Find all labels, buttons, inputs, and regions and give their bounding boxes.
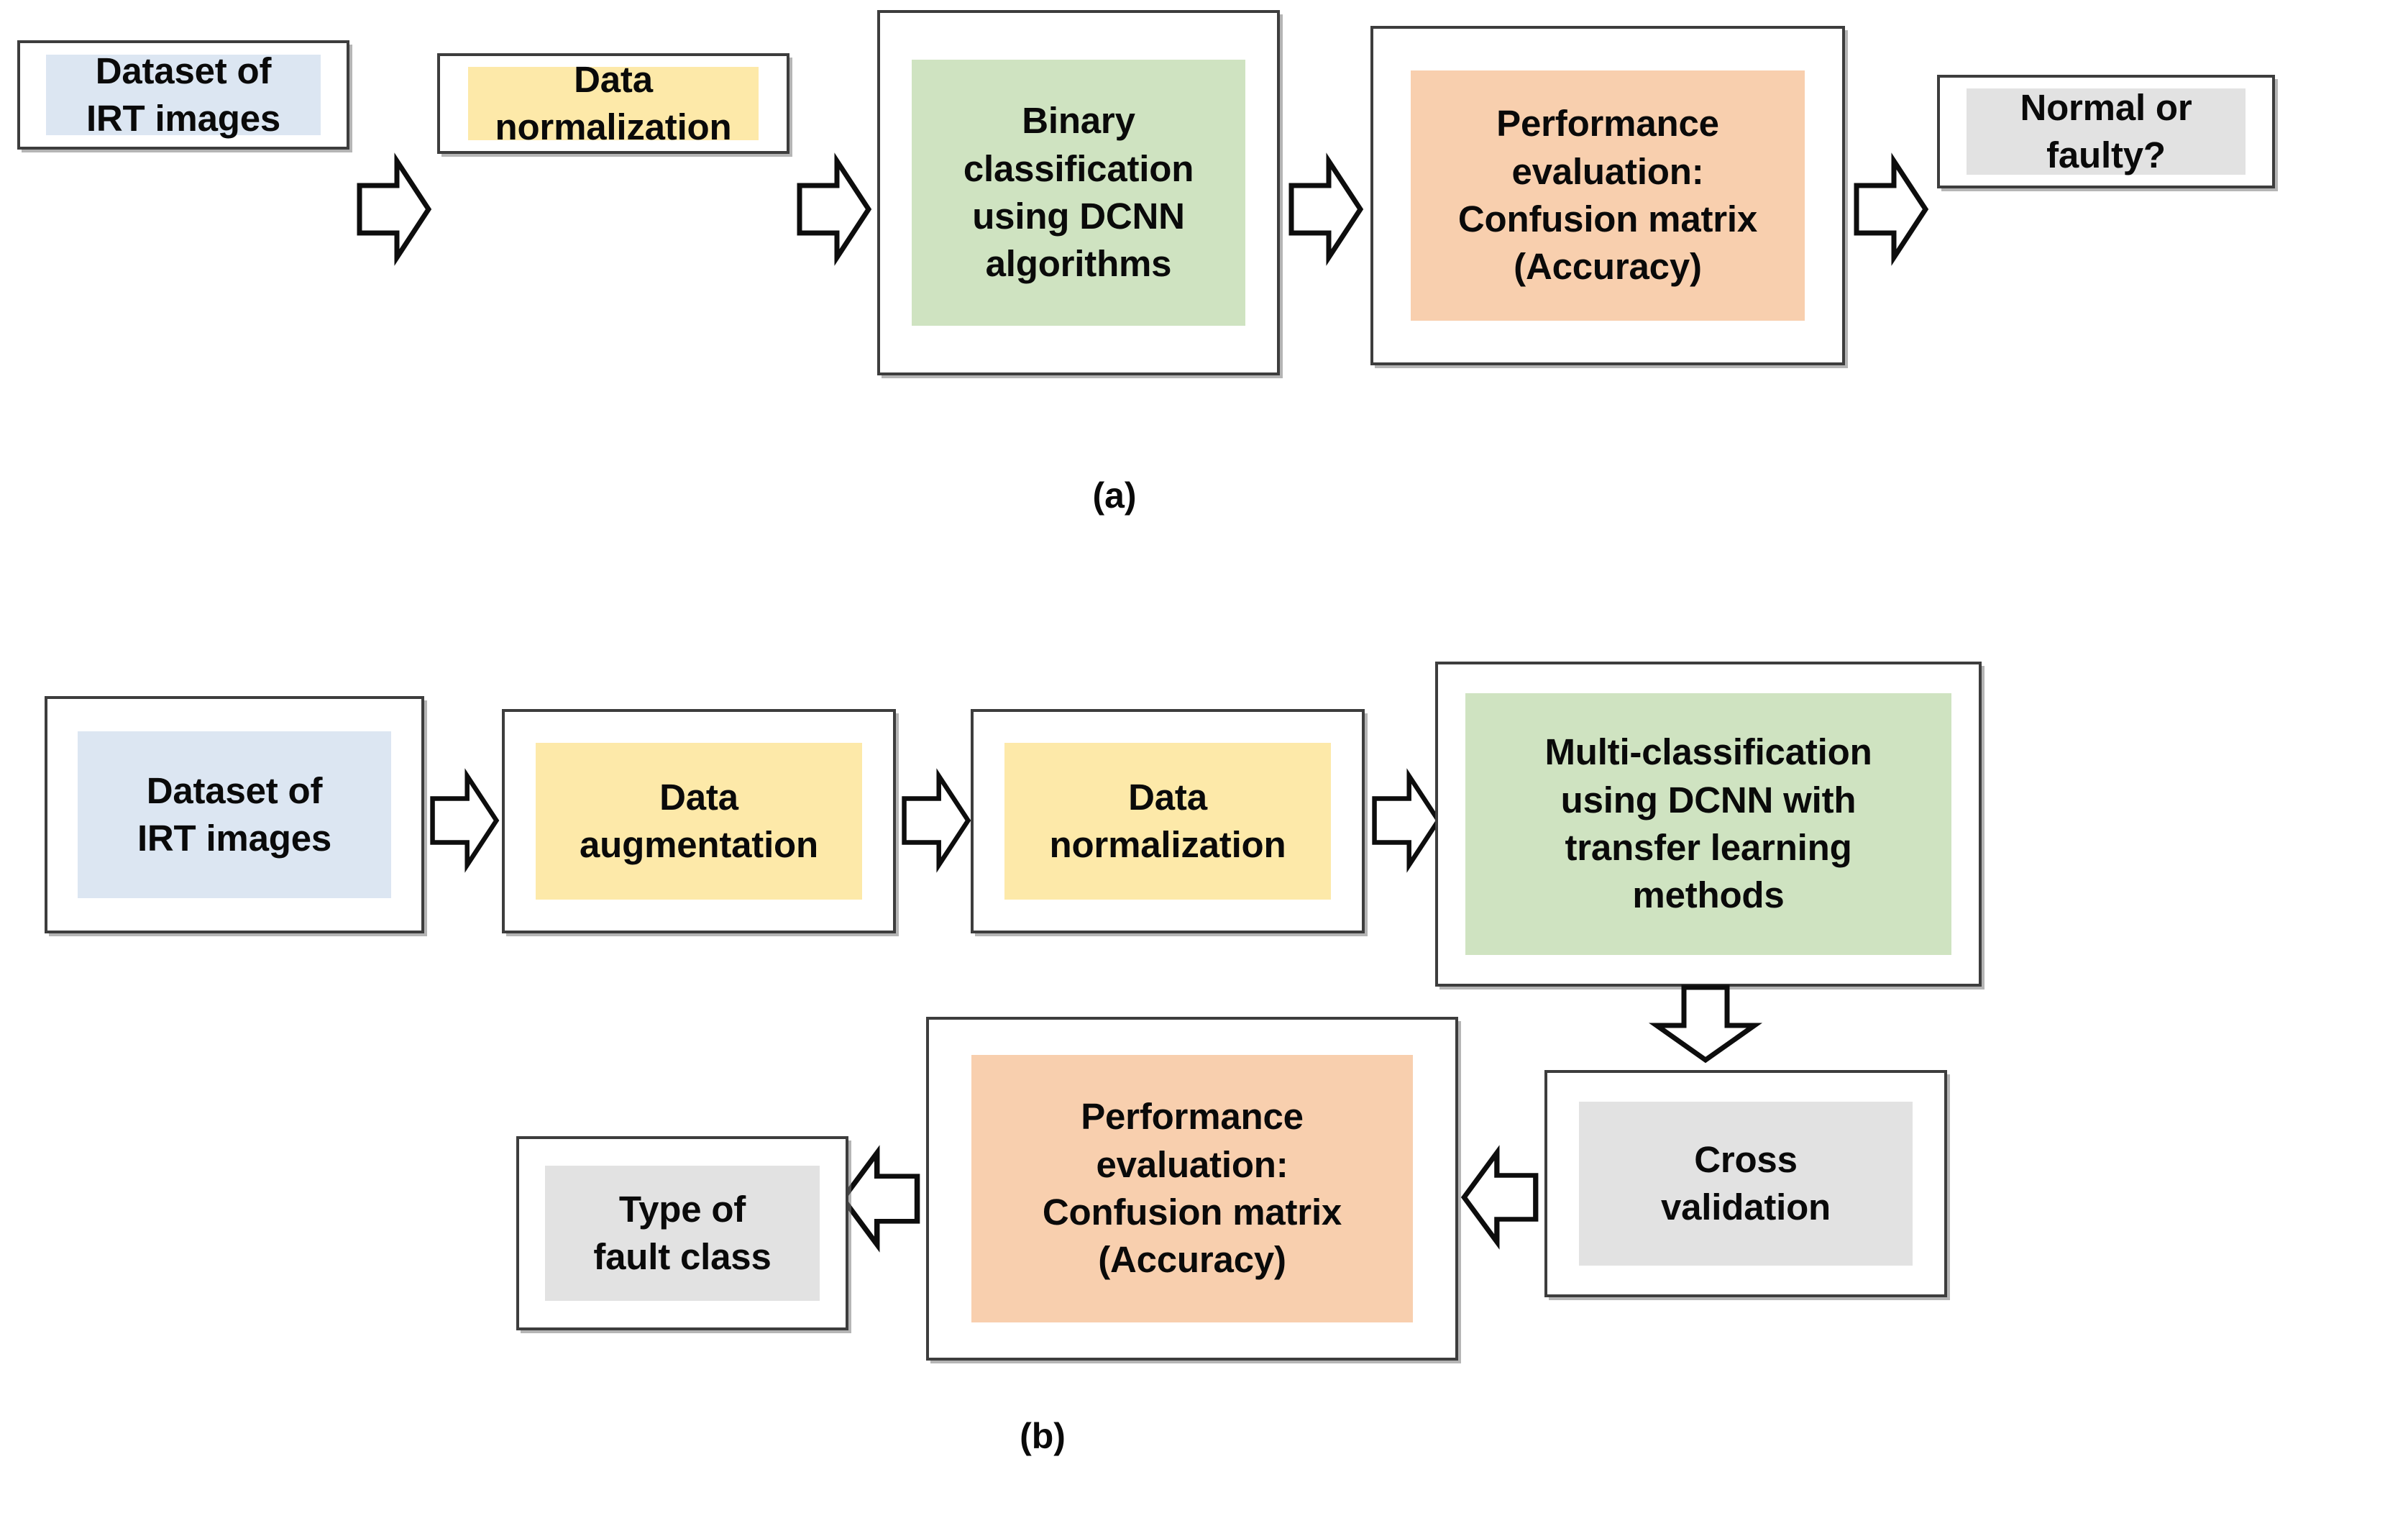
right-arrow-icon: [795, 152, 873, 266]
flow-node-label: Performance evaluation: Confusion matrix…: [971, 1055, 1414, 1322]
panel-caption-a: (a): [1092, 475, 1137, 516]
right-arrow-icon: [1287, 152, 1365, 266]
flow-node-label: Dataset of IRT images: [77, 731, 392, 898]
flow-node-label: Binary classification using DCNN algorit…: [912, 60, 1245, 326]
flow-node-label: Data augmentation: [536, 742, 862, 900]
flow-node-binary-classification-a: Binary classification using DCNN algorit…: [877, 10, 1280, 375]
left-arrow-icon: [1460, 1145, 1540, 1250]
flow-node-label: Normal or faulty?: [1966, 87, 2246, 175]
right-arrow-icon: [429, 768, 500, 873]
flow-node-label: Multi-classification using DCNN with tra…: [1465, 692, 1952, 956]
flow-node-label: Dataset of IRT images: [46, 50, 321, 139]
flow-node-label: Performance evaluation: Confusion matrix…: [1411, 70, 1805, 321]
down-arrow-icon: [1648, 984, 1763, 1064]
flow-node-performance-evaluation-b: Performance evaluation: Confusion matrix…: [926, 1017, 1458, 1361]
flow-node-multi-classification-b: Multi-classification using DCNN with tra…: [1435, 662, 1982, 987]
right-arrow-icon: [355, 152, 433, 266]
flow-node-label: Data normalization: [467, 59, 759, 147]
flow-node-normal-or-faulty-a: Normal or faulty?: [1937, 75, 2275, 188]
flow-node-dataset-of-irt-images-b: Dataset of IRT images: [45, 696, 424, 933]
flow-node-data-normalization-b: Data normalization: [971, 709, 1365, 933]
right-arrow-icon: [1370, 768, 1442, 873]
right-arrow-icon: [900, 768, 972, 873]
flow-node-label: Type of fault class: [545, 1165, 820, 1302]
flow-node-data-normalization-a: Data normalization: [437, 53, 789, 154]
right-arrow-icon: [1852, 152, 1930, 266]
flow-node-type-of-fault-class-b: Type of fault class: [516, 1136, 848, 1330]
panel-caption-b: (b): [1020, 1416, 1066, 1456]
flow-node-data-augmentation-b: Data augmentation: [502, 709, 896, 933]
flow-node-dataset-of-irt-images-a: Dataset of IRT images: [17, 40, 349, 150]
flow-node-performance-evaluation-a: Performance evaluation: Confusion matrix…: [1370, 26, 1845, 365]
flow-node-label: Data normalization: [1004, 742, 1331, 900]
flow-node-cross-validation-b: Cross validation: [1544, 1070, 1947, 1297]
flow-node-label: Cross validation: [1579, 1102, 1913, 1266]
left-arrow-icon: [838, 1145, 922, 1253]
